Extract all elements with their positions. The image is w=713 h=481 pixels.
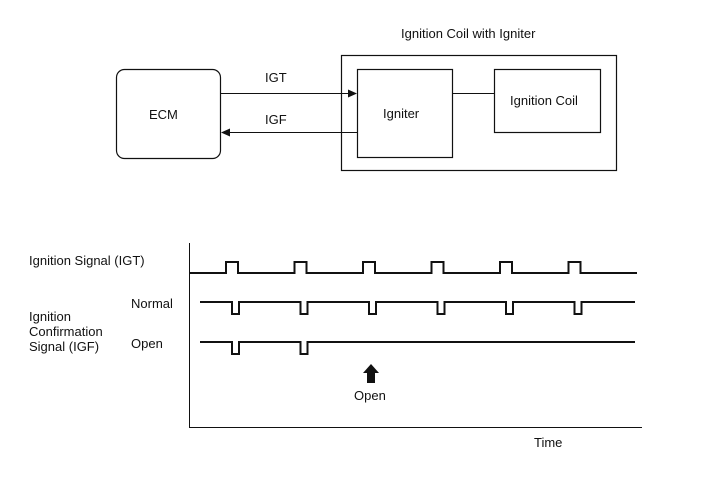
- open-marker-arrow: [363, 364, 379, 383]
- normal-label: Normal: [131, 296, 173, 311]
- igt-label: IGT: [265, 70, 287, 85]
- ecm-box: [115, 68, 222, 160]
- ignition-coil-box: [493, 68, 602, 134]
- igniter-label: Igniter: [383, 106, 420, 121]
- ignition-coil-label: Ignition Coil: [510, 93, 578, 108]
- igt-waveform: [190, 261, 637, 274]
- igf-label: IGF: [265, 112, 287, 127]
- igniter-box: [356, 68, 454, 159]
- igf-signal-label: Ignition Confirmation Signal (IGF): [29, 309, 103, 354]
- outer-box-title: Ignition Coil with Igniter: [401, 26, 536, 41]
- ignition-coil-with-igniter-box: [340, 54, 618, 172]
- ecm-label: ECM: [149, 107, 178, 122]
- time-axis-label: Time: [534, 435, 563, 450]
- open-label: Open: [131, 336, 163, 351]
- igt-signal-label: Ignition Signal (IGT): [29, 253, 145, 268]
- igf-open-waveform: [200, 341, 635, 355]
- time-axis: [189, 243, 642, 428]
- igf-normal-waveform: [200, 301, 635, 315]
- open-marker-label: Open: [354, 388, 386, 403]
